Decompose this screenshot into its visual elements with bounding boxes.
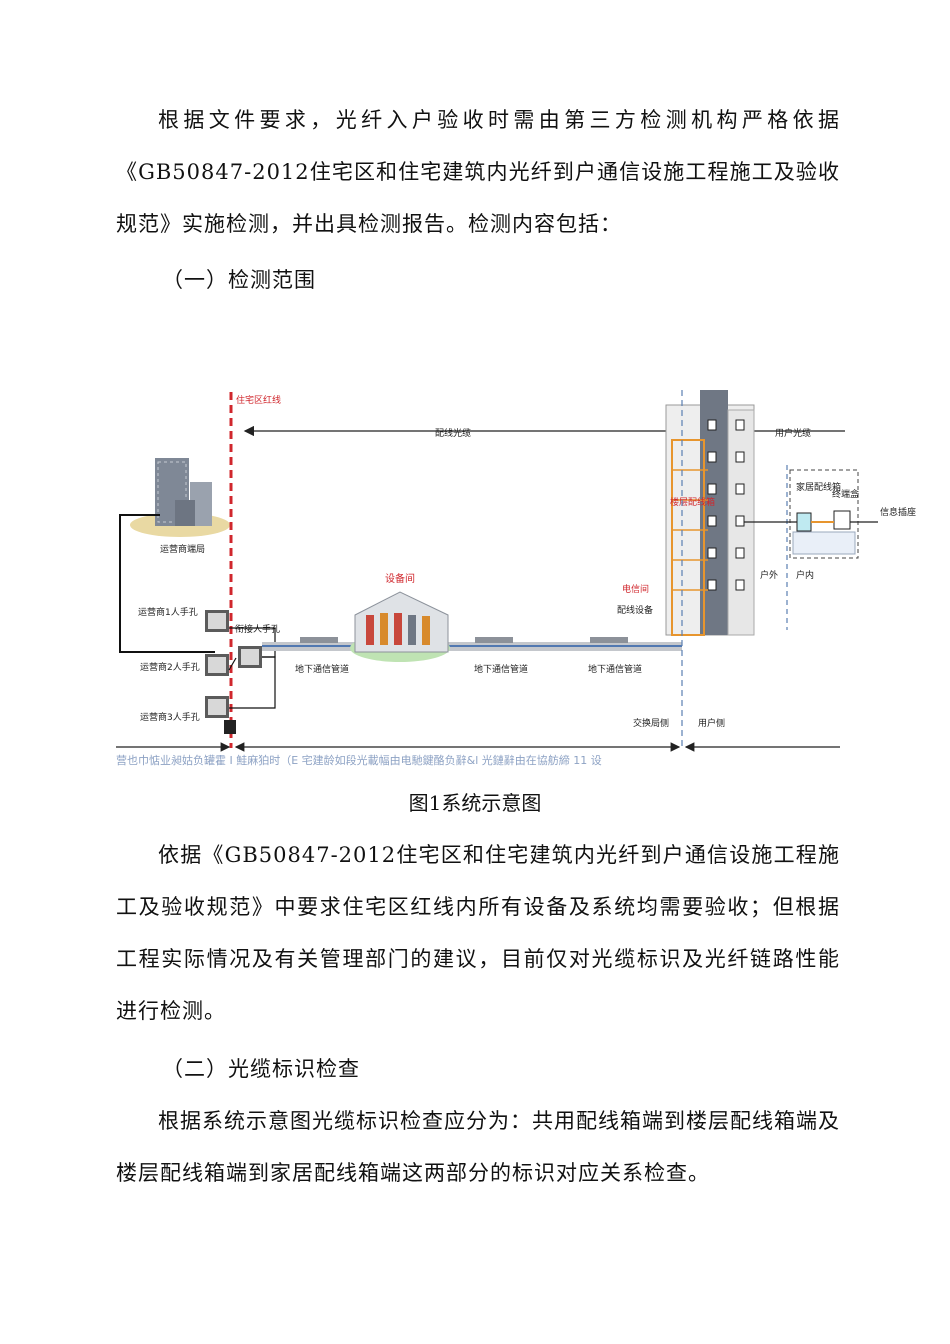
connect-manhole-label: 衔接人手孔	[235, 623, 280, 635]
user-side-label: 用户侧	[698, 717, 725, 729]
home-area	[789, 469, 859, 559]
figure-caption: 图1系统示意图	[408, 791, 542, 815]
intro-paragraph: 根据文件要求，光纤入户验收时需由第三方检测机构严格依据《GB50847-2012…	[116, 108, 840, 236]
manhole2-label: 运营商2人手孔	[140, 661, 200, 673]
floor-riser-lines	[672, 469, 708, 591]
red-line-label: 住宅区红线	[236, 394, 281, 406]
equipment-room-icon	[350, 591, 450, 662]
duct2-label: 地下通信管道	[474, 663, 528, 675]
distribution-cable-label: 配线光缆	[435, 427, 471, 439]
exchange-side-label: 交换局侧	[633, 717, 669, 729]
duct-segment-2	[475, 637, 513, 643]
manhole1-label: 运营商1人手孔	[138, 606, 198, 618]
figure-bottom-note: 营也巾惦业昶姑负罐霍 I 鮭麻狛时（E 宅建龄如段光載幅由电馳鍵酪负辭&l 光鏈…	[116, 753, 602, 767]
duct1-label: 地下通信管道	[295, 663, 349, 675]
telecom-room-label: 电信间	[622, 583, 649, 595]
system-diagram: 运营商端局 住宅区红线 配线光缆 用户光缆 运营商1人手孔 运营商2人手孔 运营…	[116, 390, 916, 767]
section-heading-cable-id: （二）光缆标识检查	[162, 1057, 360, 1081]
manhole-icons	[205, 610, 262, 734]
outdoor-label: 户外	[760, 569, 778, 581]
floor-box-label: 楼层配线箱	[670, 496, 715, 508]
operator-office-label: 运营商端局	[160, 543, 205, 555]
info-outlet-label: 信息插座	[880, 506, 916, 518]
building-windows	[707, 419, 745, 591]
operator-building-icon	[130, 458, 230, 537]
duct-segment-3	[590, 637, 628, 643]
duct3-label: 地下通信管道	[588, 663, 642, 675]
terminal-box-icon	[833, 510, 851, 530]
terminal-box-label: 终端盒	[832, 488, 859, 500]
manhole3-label: 运营商3人手孔	[140, 711, 200, 723]
home-box-label: 家居配线箱	[796, 481, 841, 493]
section-heading-scope: （一）检测范围	[162, 268, 316, 292]
home-box-icon	[796, 512, 812, 532]
wiring-equipment-label: 配线设备	[617, 604, 653, 616]
operator-link-line	[119, 514, 215, 653]
user-cable-label: 用户光缆	[775, 427, 811, 439]
equipment-room-label: 设备间	[385, 572, 415, 585]
duct-segment-1	[300, 637, 338, 643]
indoor-label: 户内	[796, 569, 814, 581]
cable-id-paragraph: 根据系统示意图光缆标识检查应分为：共用配线箱端到楼层配线箱端及楼层配线箱端到家居…	[116, 1109, 840, 1185]
basis-paragraph: 依据《GB50847-2012住宅区和住宅建筑内光纤到户通信设施工程施工及验收规…	[116, 843, 840, 1023]
